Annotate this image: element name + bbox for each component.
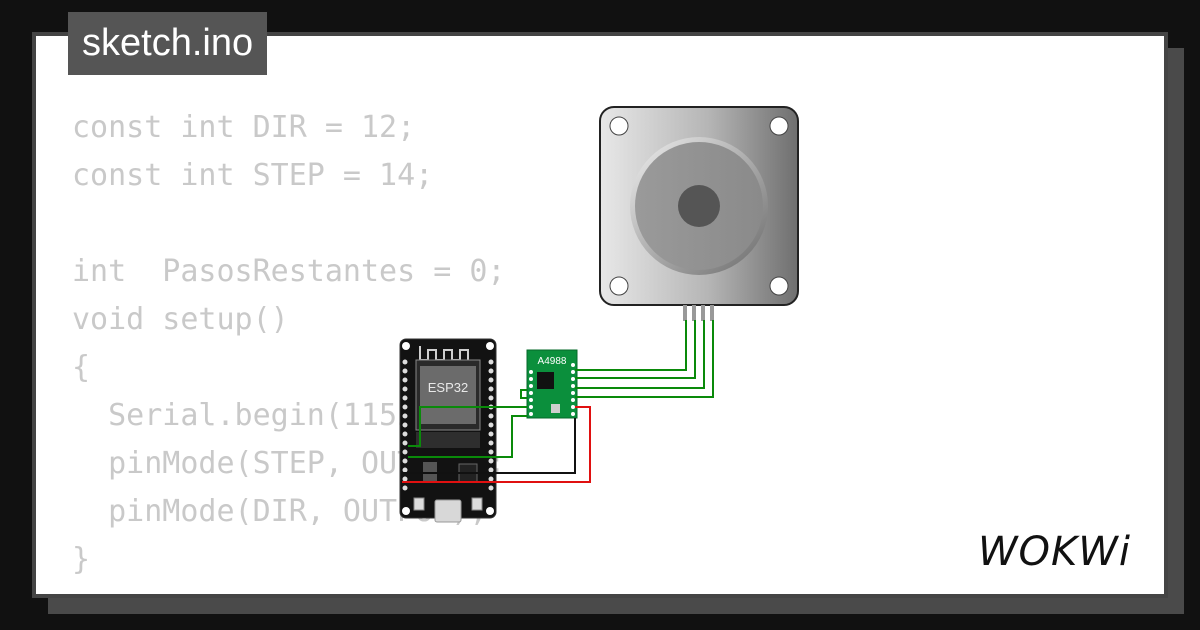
svg-text:WOKWi: WOKWi: [978, 529, 1131, 575]
esp32-label: ESP32: [428, 380, 468, 395]
a4988-driver[interactable]: [526, 349, 578, 419]
file-tab[interactable]: sketch.ino: [68, 12, 268, 75]
stepper-motor[interactable]: [599, 106, 799, 321]
wokwi-logo: WOKWi: [978, 529, 1131, 575]
code-line: }: [72, 542, 91, 577]
code-line: void loop(): [72, 584, 505, 594]
code-line: void setup(): [72, 302, 289, 337]
code-line: {: [72, 350, 91, 385]
code-line: const int STEP = 14;: [72, 158, 434, 193]
code-line: const int DIR = 12;: [72, 110, 416, 145]
esp32-board[interactable]: [399, 338, 497, 523]
code-line: int PasosRestantes = 0;: [72, 254, 506, 289]
wires: [402, 320, 714, 483]
a4988-label: A4988: [538, 356, 567, 367]
